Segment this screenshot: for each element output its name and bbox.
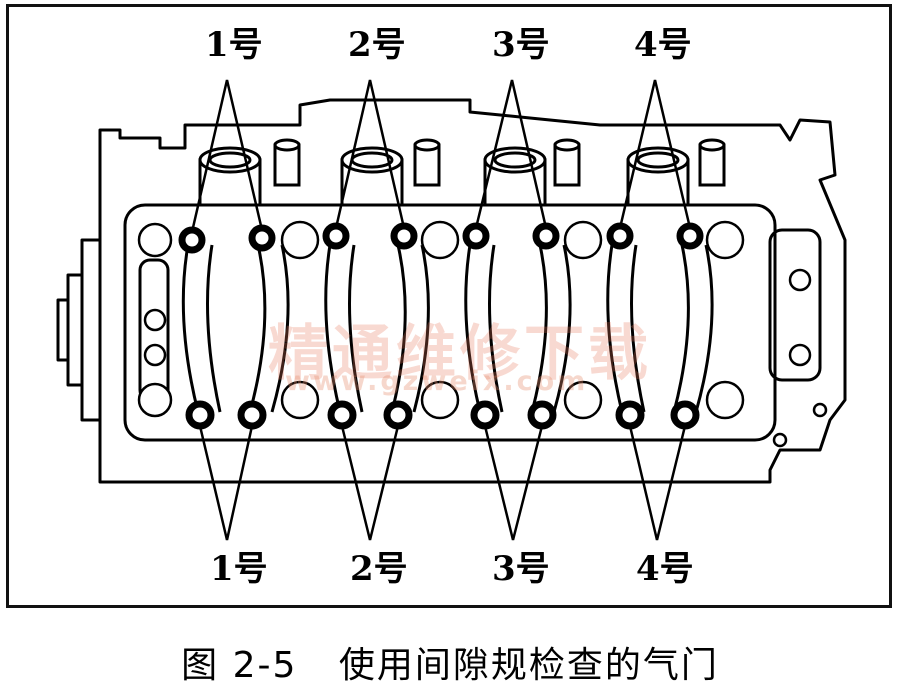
inner-chamber bbox=[123, 203, 777, 442]
leader-top-1 bbox=[190, 79, 264, 233]
watermark-url: www.gzweix.com bbox=[285, 366, 589, 397]
cylinder-head-outline bbox=[98, 98, 847, 484]
top-label-4: 4号 bbox=[634, 25, 692, 65]
valve-bottom-4b bbox=[670, 400, 700, 430]
watermark-text: 精通维修下载 bbox=[268, 319, 652, 389]
leader-bottom-3 bbox=[483, 425, 544, 541]
valve-top-2a bbox=[322, 222, 350, 250]
front-flange bbox=[56, 238, 100, 422]
valve-bottom-2b bbox=[383, 400, 413, 430]
leader-top-2 bbox=[334, 79, 406, 229]
valve-top-1a bbox=[178, 226, 206, 254]
figure-frame bbox=[6, 4, 892, 608]
top-label-3: 3号 bbox=[492, 25, 550, 65]
valve-top-3b bbox=[532, 222, 560, 250]
figure-title: 使用间隙规检查的气门 bbox=[338, 645, 719, 686]
bottom-label-2: 2号 bbox=[350, 549, 408, 589]
figure-caption: 图 2-5 使用间隙规检查的气门 bbox=[0, 636, 900, 688]
figure-number: 图 2-5 bbox=[181, 645, 298, 686]
leader-top-4 bbox=[618, 79, 692, 229]
valve-top-4a bbox=[606, 222, 634, 250]
leader-bottom-4 bbox=[628, 425, 687, 541]
bottom-label-3: 3号 bbox=[492, 549, 550, 589]
valve-bottom-3a bbox=[470, 400, 500, 430]
valve-bottom-1a bbox=[185, 400, 215, 430]
leader-top-3 bbox=[474, 79, 548, 229]
valve-top-1b bbox=[248, 224, 276, 252]
top-label-2: 2号 bbox=[348, 25, 406, 65]
valve-top-4b bbox=[676, 222, 704, 250]
valve-bottom-3b bbox=[527, 400, 557, 430]
leader-bottom-1 bbox=[198, 425, 254, 541]
top-label-1: 1号 bbox=[205, 25, 263, 65]
leader-bottom-2 bbox=[340, 425, 400, 541]
valve-top-3a bbox=[462, 222, 490, 250]
valve-bottom-1b bbox=[237, 400, 267, 430]
valve-top-2b bbox=[390, 222, 418, 250]
spark-plug-tower-1 bbox=[198, 146, 262, 207]
valve-bottom-2a bbox=[327, 400, 357, 430]
bottom-label-1: 1号 bbox=[210, 549, 268, 589]
valve-bottom-4a bbox=[615, 400, 645, 430]
bottom-label-4: 4号 bbox=[636, 549, 694, 589]
